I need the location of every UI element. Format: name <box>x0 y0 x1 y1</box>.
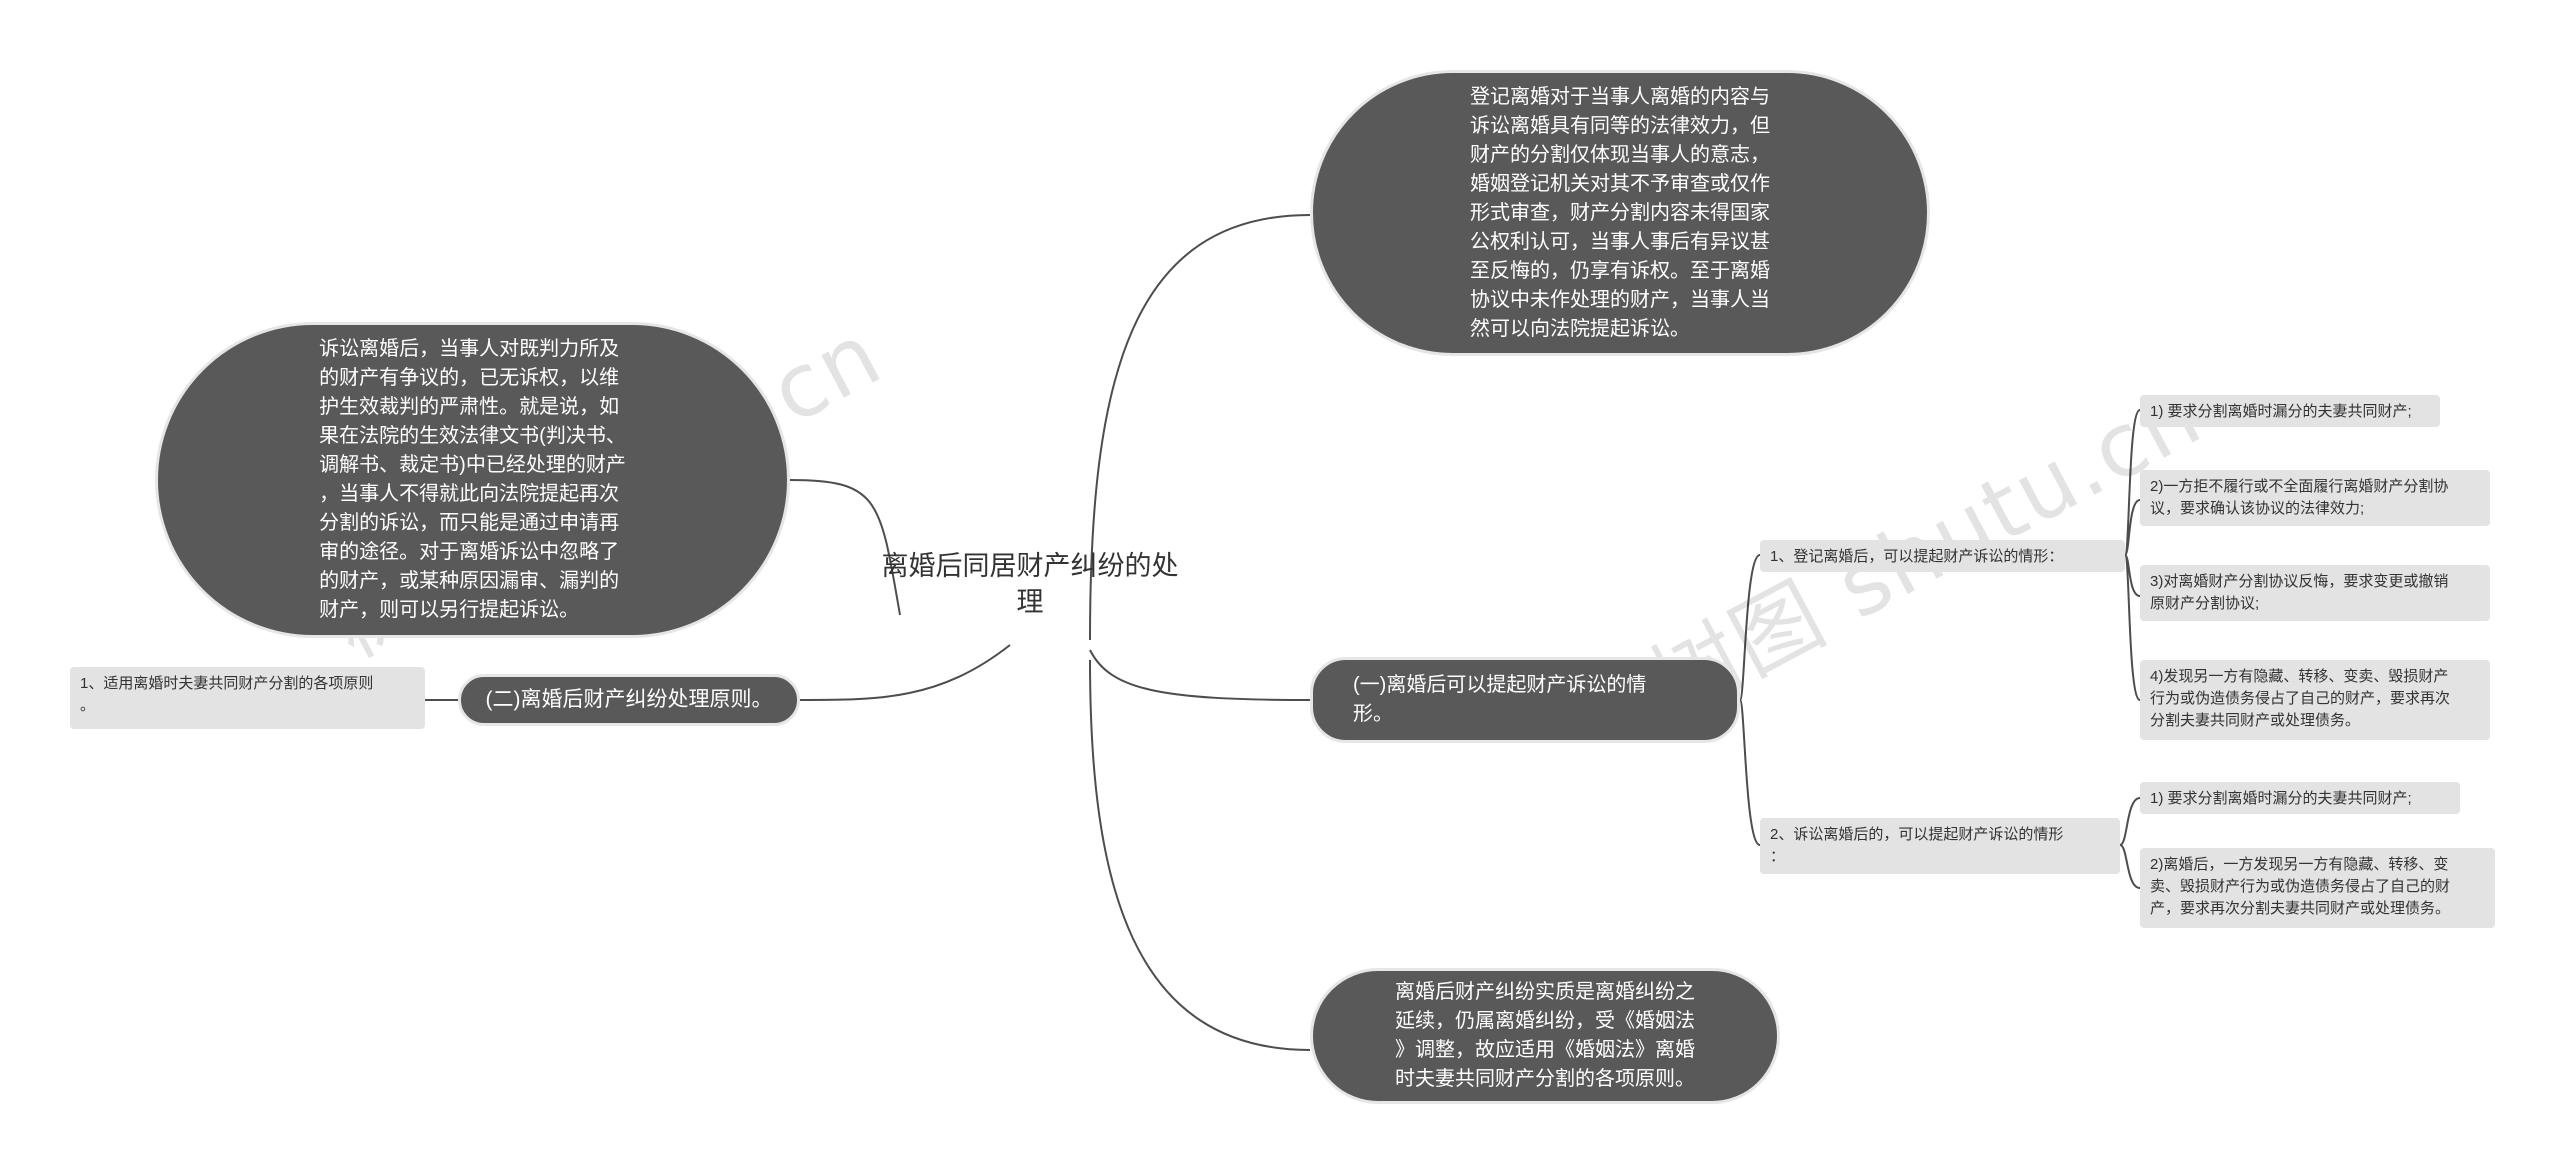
claim-sub2[interactable]: 2、诉讼离婚后的，可以提起财产诉讼的情形 ： <box>1760 818 2120 874</box>
claim-sub1-item-3[interactable]: 3)对离婚财产分割协议反悔，要求变更或撤销 原财产分割协议; <box>2140 565 2490 621</box>
link-root-left <box>789 479 901 616</box>
link-claim-sub2 <box>1739 699 1761 846</box>
link-root-bottom <box>1089 659 1311 1051</box>
principle-branch-label: (二)离婚后财产纠纷处理原则。 <box>485 688 773 711</box>
bottom-node-text: 离婚后财产纠纷实质是离婚纠纷之 延续，仍属离婚纠纷，受《婚姻法 》调整，故应适用… <box>1395 981 1695 1090</box>
link-root-claim <box>1089 649 1311 701</box>
bottom-node[interactable]: 离婚后财产纠纷实质是离婚纠纷之 延续，仍属离婚纠纷，受《婚姻法 》调整，故应适用… <box>1310 968 1780 1104</box>
left-node[interactable]: 诉讼离婚后，当事人对既判力所及 的财产有争议的，已无诉权，以维 护生效裁判的严肃… <box>155 322 790 638</box>
principle-branch[interactable]: (二)离婚后财产纠纷处理原则。 <box>458 674 800 726</box>
link-root-top <box>1089 214 1311 641</box>
principle-child[interactable]: 1、适用离婚时夫妻共同财产分割的各项原则 。 <box>70 667 425 729</box>
claim-sub1[interactable]: 1、登记离婚后，可以提起财产诉讼的情形： <box>1760 540 2125 572</box>
claim-sub1-item-1[interactable]: 1) 要求分割离婚时漏分的夫妻共同财产; <box>2140 395 2440 427</box>
root-node[interactable]: 离婚后同居财产纠纷的处 理 <box>881 551 1179 617</box>
claim-sub2-item-1[interactable]: 1) 要求分割离婚时漏分的夫妻共同财产; <box>2140 782 2460 814</box>
bracket-sub1 <box>2124 409 2141 701</box>
claim-branch[interactable]: (一)离婚后可以提起财产诉讼的情 形。 <box>1310 657 1740 743</box>
claim-sub1-item-4[interactable]: 4)发现另一方有隐藏、转移、变卖、毁损财产 行为或伪造债务侵占了自己的财产，要求… <box>2140 660 2490 740</box>
link-root-principle <box>799 644 1011 701</box>
claim-sub2-item-2[interactable]: 2)离婚后，一方发现另一方有隐藏、转移、变 卖、毁损财产行为或伪造债务侵占了自己… <box>2140 848 2495 928</box>
top-right-node-text: 登记离婚对于当事人离婚的内容与 诉讼离婚具有同等的法律效力，但 财产的分割仅体现… <box>1470 85 1770 340</box>
claim-branch-label: (一)离婚后可以提起财产诉讼的情 形。 <box>1353 674 1647 725</box>
left-node-text: 诉讼离婚后，当事人对既判力所及 的财产有争议的，已无诉权，以维 护生效裁判的严肃… <box>319 338 626 621</box>
top-right-node[interactable]: 登记离婚对于当事人离婚的内容与 诉讼离婚具有同等的法律效力，但 财产的分割仅体现… <box>1310 70 1930 356</box>
bracket-sub2 <box>2119 797 2141 889</box>
claim-sub1-item-2[interactable]: 2)一方拒不履行或不全面履行离婚财产分割协 议，要求确认该协议的法律效力; <box>2140 470 2490 526</box>
link-claim-sub1 <box>1739 554 1761 701</box>
